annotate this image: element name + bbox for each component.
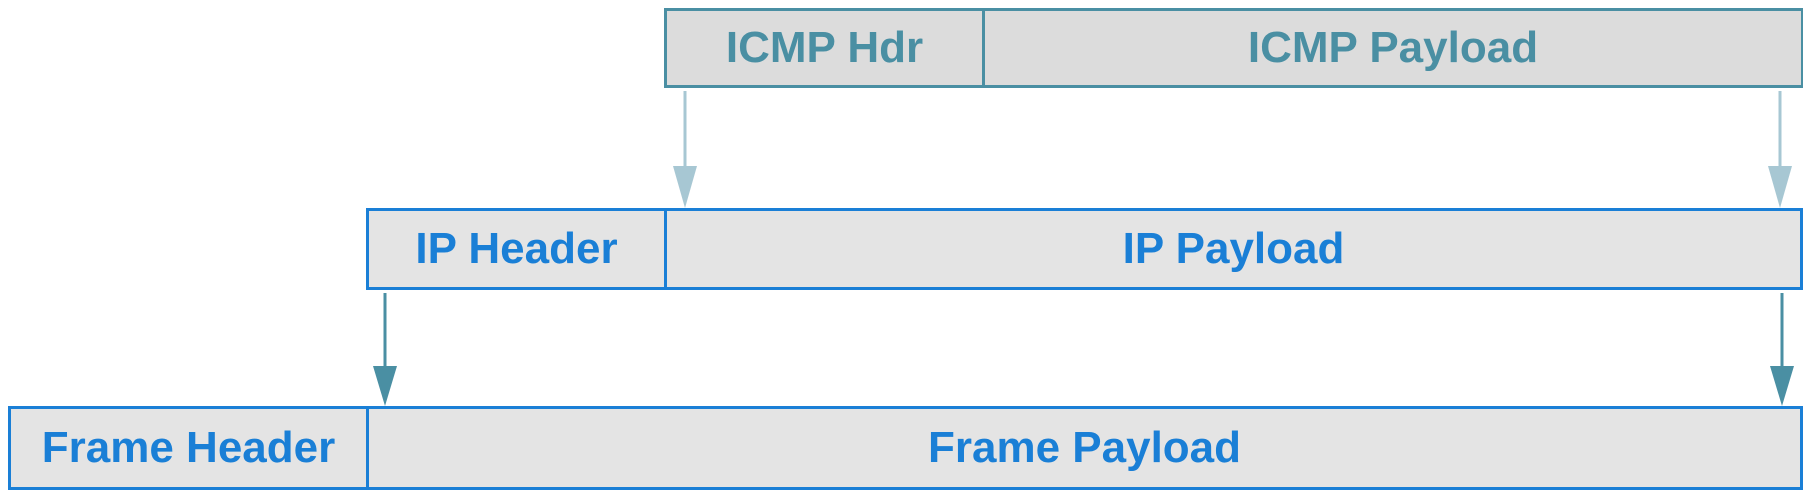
ip-to-frame-arrows xyxy=(373,293,1794,406)
frame-payload-cell: Frame Payload xyxy=(927,423,1242,472)
icmp-header-cell: ICMP Hdr xyxy=(667,11,985,85)
ip-right-arrow-head xyxy=(1770,366,1794,406)
icmp-right-arrow-head xyxy=(1768,166,1792,208)
icmp-left-arrow-head xyxy=(673,166,697,208)
ip-header-cell: IP Header xyxy=(369,211,667,287)
icmp-to-ip-arrows xyxy=(673,91,1792,208)
ip-left-arrow-head xyxy=(373,366,397,406)
icmp-packet-row: ICMP Hdr ICMP Payload xyxy=(664,8,1803,88)
frame-row: Frame Header Frame Payload xyxy=(8,406,1803,490)
frame-header-cell: Frame Header xyxy=(11,409,369,487)
ip-payload-cell: IP Payload xyxy=(1122,224,1345,273)
icmp-payload-cell: ICMP Payload xyxy=(1247,23,1539,72)
ip-packet-row: IP Header IP Payload xyxy=(366,208,1803,290)
